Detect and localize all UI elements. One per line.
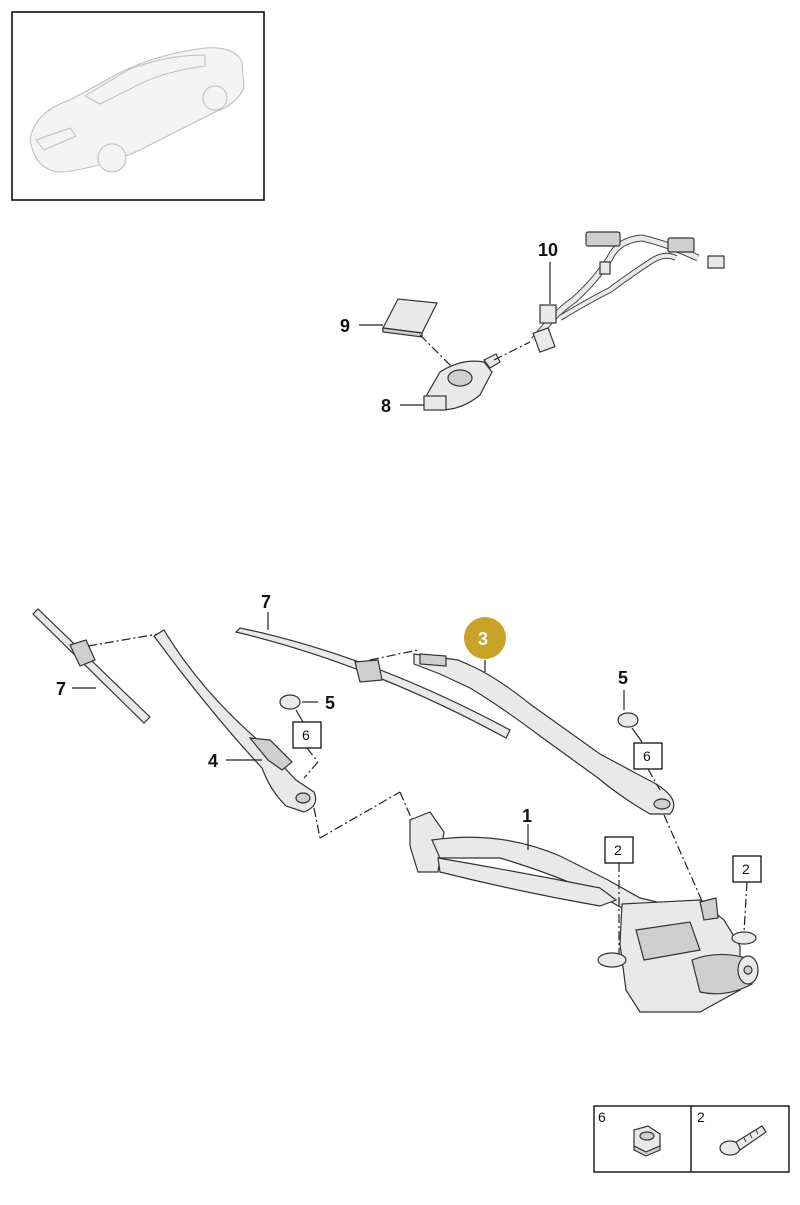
cap-right-part[interactable] [617, 712, 639, 728]
cap-left-part[interactable] [279, 694, 301, 710]
callout-5-right: 5 [618, 668, 628, 688]
callout-3: 3 [478, 629, 488, 649]
callout-5-left: 5 [325, 693, 335, 713]
callout-2-center: 2 [614, 842, 622, 858]
wiper-arm-left-part[interactable] [153, 629, 317, 813]
callout-8: 8 [381, 396, 391, 416]
wiper-blade-left-part[interactable] [32, 608, 151, 724]
wiper-arm-right-part[interactable] [413, 653, 675, 815]
legend-label-2: 2 [697, 1109, 705, 1125]
callout-7-left: 7 [56, 679, 66, 699]
callout-2-right-box [732, 855, 762, 883]
callout-10: 10 [538, 240, 558, 260]
screw-icon [719, 1125, 767, 1156]
callout-6-left-box [292, 721, 322, 749]
callout-6-right: 6 [643, 748, 651, 764]
highlighted-callout-3[interactable]: 3 [464, 617, 506, 659]
wiper-linkage-motor-part[interactable] [409, 811, 759, 1013]
wiper-blade-right-part[interactable] [234, 627, 511, 739]
callout-6-left: 6 [302, 727, 310, 743]
legend-item-screw[interactable]: 2 [697, 1109, 767, 1156]
callout-4: 4 [208, 751, 218, 771]
wiring-harness-part[interactable] [531, 231, 725, 353]
callout-2-center-box [604, 836, 634, 864]
callout-1: 1 [522, 806, 532, 826]
car-silhouette-icon [29, 47, 245, 173]
callout-9: 9 [340, 316, 350, 336]
callout-7-right: 7 [261, 592, 271, 612]
legend-label-6: 6 [598, 1109, 606, 1125]
hardware-legend: 6 2 [593, 1105, 790, 1173]
callout-2-right: 2 [742, 861, 750, 877]
rain-sensor-part[interactable] [423, 353, 501, 411]
hex-nut-icon [633, 1125, 661, 1157]
vehicle-thumbnail [11, 11, 265, 201]
pad-part[interactable] [382, 298, 438, 338]
legend-item-nut[interactable]: 6 [598, 1109, 661, 1157]
